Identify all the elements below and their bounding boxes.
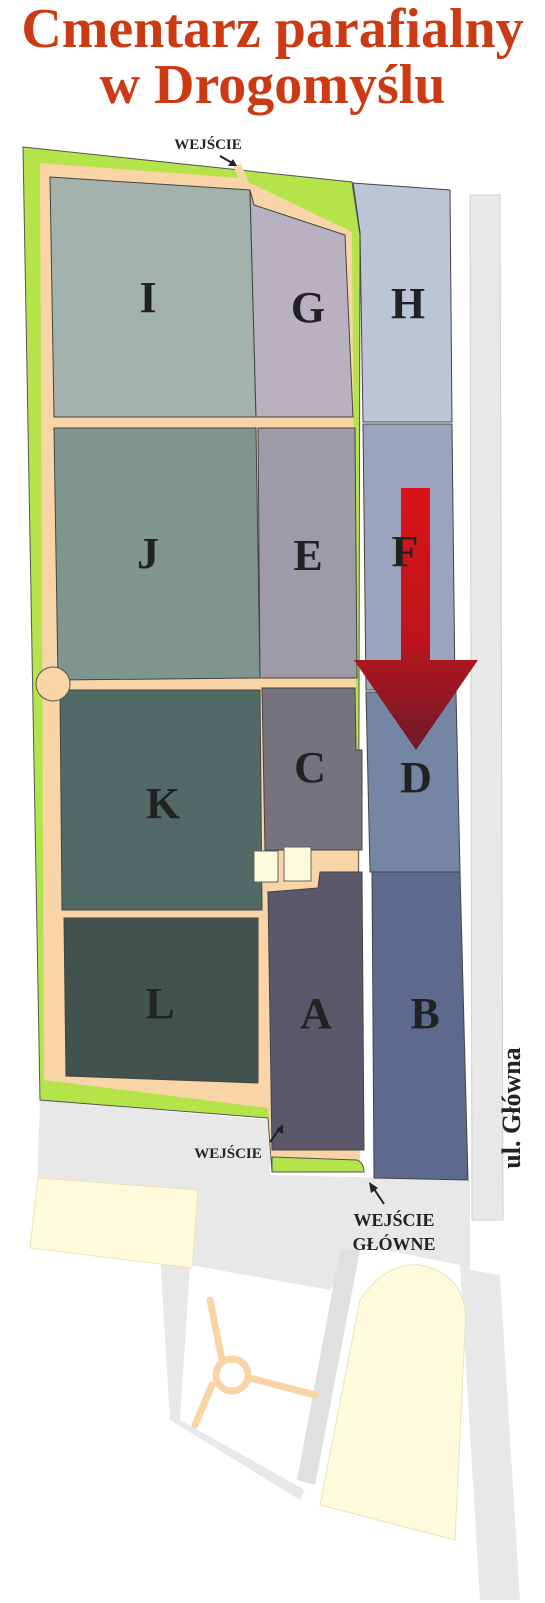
entrance-bottom-label: WEJŚCIE — [194, 1145, 262, 1162]
parking-area-left — [29, 1177, 199, 1269]
building-2 — [283, 846, 312, 882]
street-ul-glowna — [469, 194, 504, 1221]
roundabout — [212, 1355, 252, 1395]
section-label-E: E — [293, 531, 322, 580]
section-E — [257, 427, 358, 679]
road-strip-right — [297, 1250, 360, 1485]
section-C — [261, 687, 363, 851]
building-1 — [253, 850, 279, 883]
main-entrance-label-line-2: GŁÓWNE — [352, 1233, 435, 1254]
section-A — [267, 871, 365, 1151]
section-K — [59, 689, 263, 911]
section-G — [249, 189, 354, 418]
entrance-top-label: WEJŚCIE — [174, 136, 242, 153]
entrance-bottom-arrow-icon — [269, 1124, 283, 1143]
section-label-F: F — [392, 527, 419, 576]
section-H — [352, 182, 453, 423]
grass-strip-bottom — [271, 1156, 365, 1173]
parking-area-right — [319, 1264, 466, 1541]
surroundings — [29, 194, 520, 1600]
section-label-G: G — [291, 283, 325, 332]
main-entrance-label-line-1: WEJŚCIE — [353, 1209, 434, 1230]
section-L — [63, 917, 259, 1084]
section-label-J: J — [137, 529, 159, 578]
page-title-line-2: w Drogomyślu — [99, 54, 446, 116]
section-label-B: B — [410, 989, 439, 1038]
sections — [49, 176, 469, 1181]
section-label-L: L — [145, 979, 174, 1028]
section-label-H: H — [391, 279, 425, 328]
section-B — [371, 871, 469, 1181]
entrance-top-arrow-icon — [219, 155, 237, 166]
section-label-C: C — [294, 743, 326, 792]
section-label-I: I — [139, 273, 156, 322]
street-label: ul. Główna — [497, 1047, 526, 1168]
section-label-D: D — [400, 753, 432, 802]
red-arrow-icon — [354, 488, 478, 750]
roundabout-paths — [191, 1296, 319, 1429]
page-title-line-1: Cmentarz parafialny — [21, 0, 524, 60]
section-label-K: K — [146, 779, 180, 828]
section-label-A: A — [300, 989, 332, 1038]
path-node-circle — [35, 666, 71, 702]
main-entrance-arrow-icon — [369, 1182, 385, 1205]
section-labels: I G H J E F C D K L A B — [137, 273, 440, 1038]
